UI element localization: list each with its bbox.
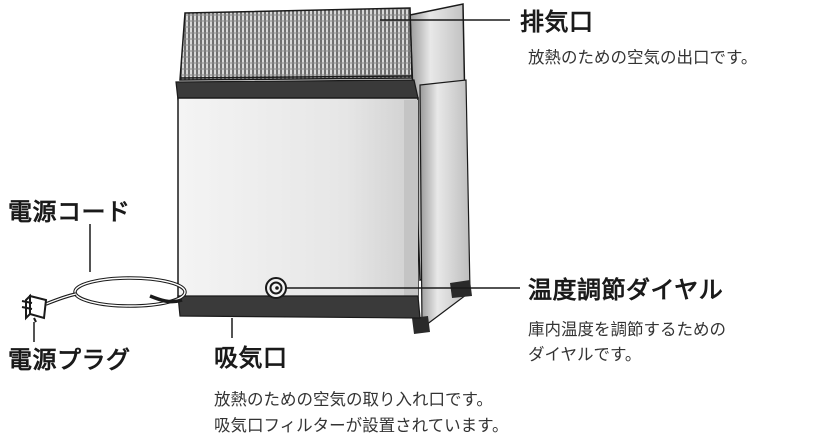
temperature-dial-description-2: ダイヤルです。	[528, 345, 642, 364]
exhaust-grille-bottom-edge	[179, 75, 413, 79]
temperature-dial-description-1: 庫内温度を調節するための	[528, 320, 726, 339]
unit-base-intake	[177, 295, 421, 319]
unit-front-edge	[404, 100, 418, 298]
exhaust-description: 放熱のための空気の出口です。	[528, 48, 758, 67]
exhaust-title: 排気口	[520, 8, 594, 36]
unit-foot-right	[412, 316, 430, 334]
unit-foot-back	[450, 280, 472, 298]
power-cord-coil-inner	[74, 277, 186, 307]
unit-top-band	[175, 79, 419, 101]
temperature-dial-inner	[269, 281, 283, 295]
intake-title: 吸気口	[214, 344, 288, 372]
intake-description-1: 放熱のための空気の取り入れ口です。	[214, 390, 493, 409]
power-cord-title: 電源コード	[8, 198, 131, 226]
exhaust-grille	[179, 7, 413, 81]
power-plug-title: 電源プラグ	[8, 346, 131, 374]
power-cord-to-unit	[149, 294, 183, 304]
intake-description-2: 吸気口フィルターが設置されています。	[214, 416, 509, 435]
temperature-dial-center	[275, 286, 279, 290]
unit-front-panel	[177, 97, 419, 299]
temperature-dial-title: 温度調節ダイヤル	[528, 276, 724, 304]
power-plug-graphic	[21, 293, 48, 323]
